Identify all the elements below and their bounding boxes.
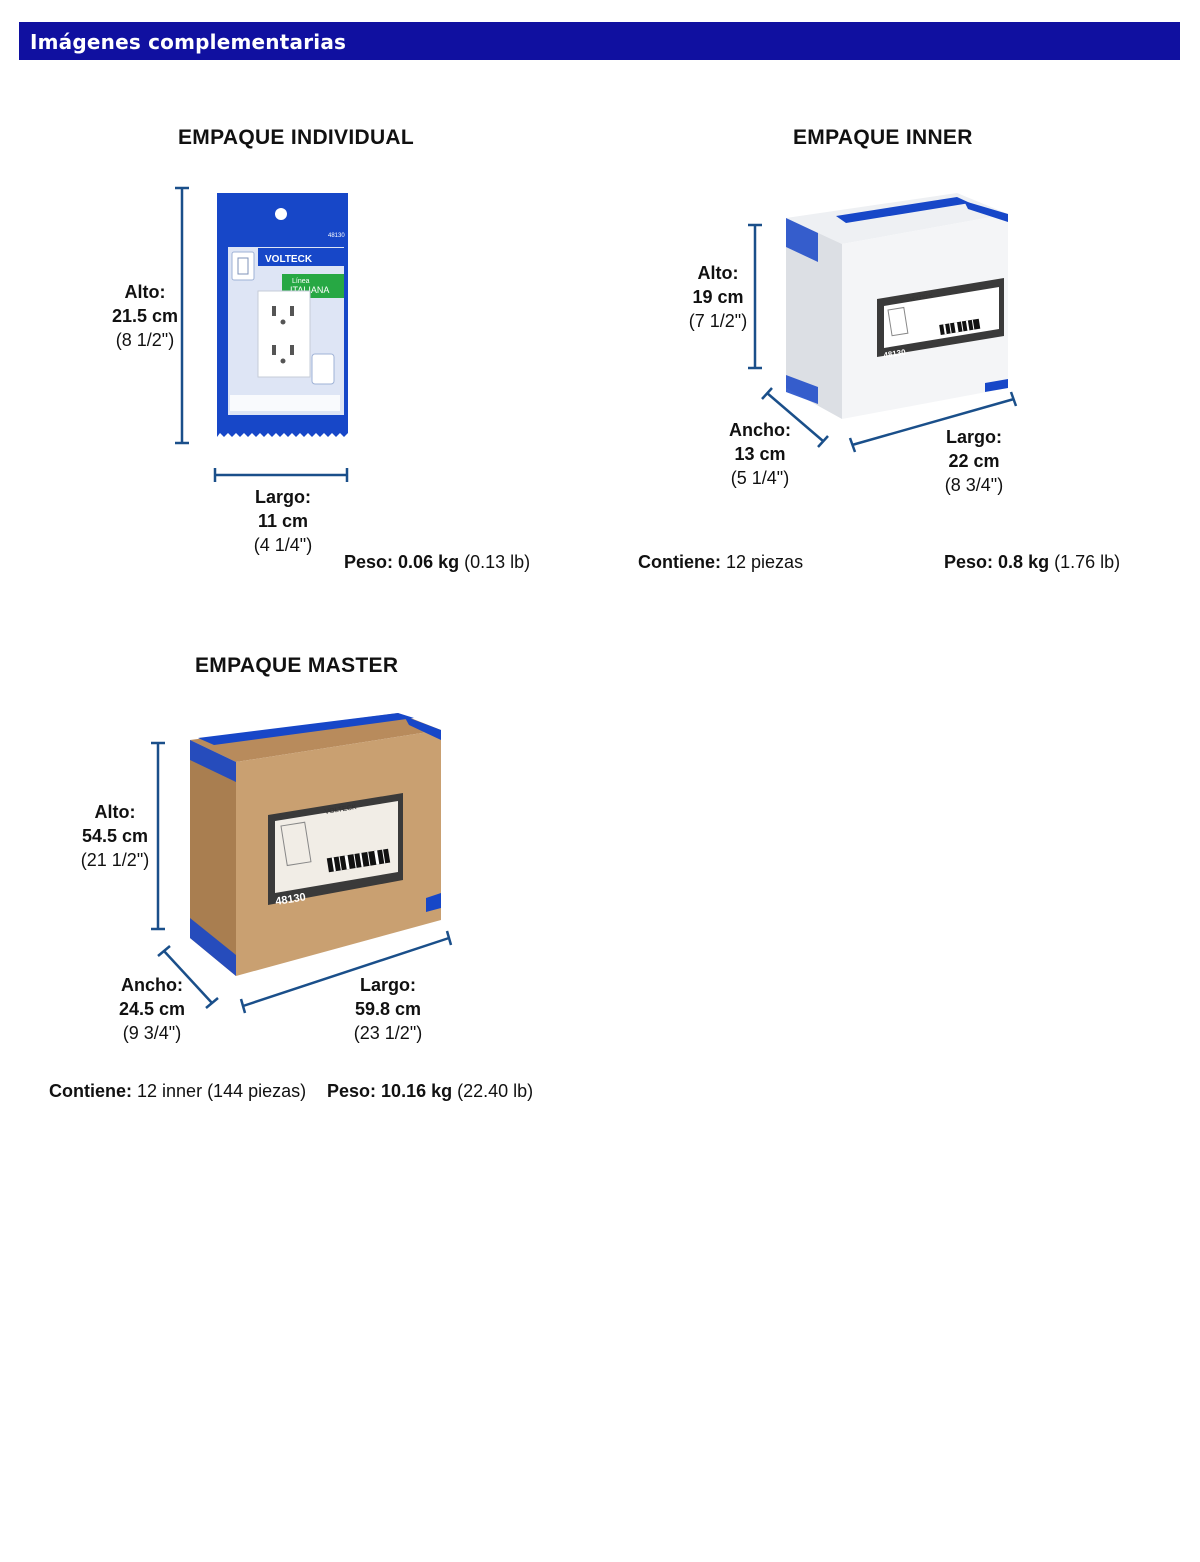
- inner-alto: Alto: 19 cm (7 1/2"): [688, 263, 748, 331]
- individual-code: 48130: [328, 233, 345, 239]
- inner-box-image: VOLTECK 48130: [786, 193, 1008, 419]
- individual-peso: Peso: 0.06 kg (0.13 lb): [344, 552, 531, 572]
- inner-title: EMPAQUE INNER: [793, 126, 973, 149]
- individual-alto: Alto: 21.5 cm (8 1/2"): [111, 282, 179, 350]
- master-dimension-lines: [151, 741, 453, 1014]
- master-ancho: Ancho: 24.5 cm (9 3/4"): [118, 975, 186, 1043]
- inner-contiene: Contiene: 12 piezas: [638, 552, 804, 572]
- svg-text:48130: 48130: [883, 348, 907, 360]
- svg-text:ITALIANA: ITALIANA: [290, 285, 329, 295]
- master-peso: Peso: 10.16 kg (22.40 lb): [327, 1081, 534, 1101]
- individual-title: EMPAQUE INDIVIDUAL: [178, 126, 415, 149]
- individual-package-image: VOLTECK 48130 Línea ITALIANA: [217, 193, 348, 437]
- master-contiene: Contiene: 12 inner (144 piezas): [49, 1081, 307, 1101]
- master-box-image: VOLTECK 48130: [190, 713, 441, 976]
- inner-peso: Peso: 0.8 kg (1.76 lb): [944, 552, 1121, 572]
- outlet-plate: [257, 290, 311, 378]
- svg-text:VOLTECK: VOLTECK: [909, 293, 933, 303]
- master-title: EMPAQUE MASTER: [195, 654, 399, 677]
- header-title: Imágenes complementarias: [30, 30, 347, 54]
- individual-largo: Largo: 11 cm (4 1/4"): [253, 487, 313, 555]
- inner-largo: Largo: 22 cm (8 3/4"): [944, 427, 1004, 495]
- inner-ancho: Ancho: 13 cm (5 1/4"): [729, 420, 791, 488]
- individual-dimension-lines: [175, 186, 349, 482]
- svg-text:48130: 48130: [275, 891, 307, 908]
- hang-hole: [275, 208, 287, 220]
- master-alto: Alto: 54.5 cm (21 1/2"): [80, 802, 150, 870]
- section-header: Imágenes complementarias: [19, 22, 1180, 60]
- inner-dimension-lines: [748, 223, 1018, 453]
- svg-text:Línea: Línea: [292, 278, 310, 285]
- individual-brand: VOLTECK: [265, 254, 313, 265]
- master-largo: Largo: 59.8 cm (23 1/2"): [353, 975, 423, 1043]
- svg-text:VOLTECK: VOLTECK: [324, 804, 357, 816]
